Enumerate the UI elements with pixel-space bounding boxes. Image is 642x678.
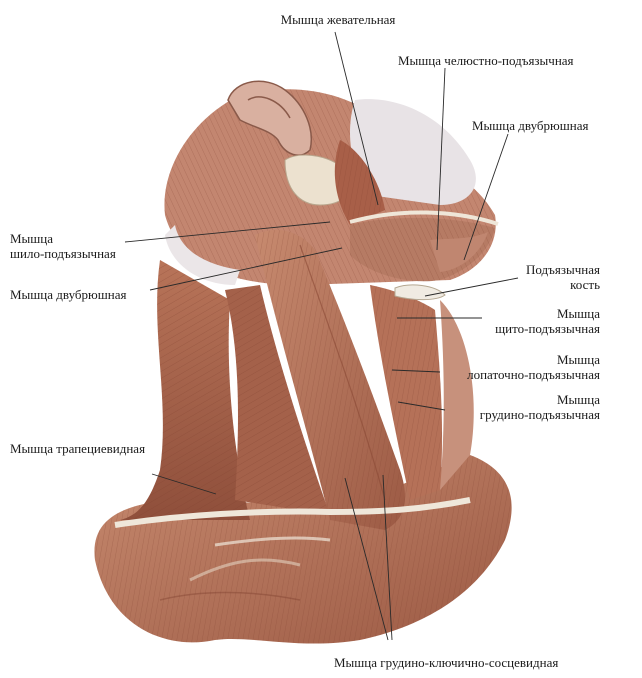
leader-scm-2	[382, 474, 393, 641]
anterior-neck	[440, 300, 474, 490]
label-omohyoid: Мышца лопаточно-подъязычная	[430, 352, 600, 382]
clavicle-tendon	[114, 497, 471, 528]
leader-hyoid	[424, 277, 519, 297]
label-trapezius-line: Мышца трапециевидная	[10, 441, 146, 456]
ear	[227, 80, 312, 156]
label-thyrohyoid-line1: Мышца	[556, 306, 600, 321]
label-digastric-back: Мышца двубрюшная	[10, 287, 126, 302]
label-omohyoid-line2: лопаточно-подъязычная	[467, 367, 600, 382]
label-masseter-line: Мышца жевательная	[280, 12, 396, 27]
digastric-anterior-belly	[430, 232, 488, 272]
label-trapezius: Мышца трапециевидная	[10, 441, 145, 456]
leader-lines	[124, 31, 519, 641]
leader-digastric-front	[463, 133, 509, 261]
label-digastric-front-line: Мышца двубрюшная	[472, 118, 589, 133]
label-hyoid-bone-line2: кость	[570, 277, 600, 292]
label-hyoid-bone-line1: Подъязычная	[526, 262, 600, 277]
leader-scm-1	[344, 477, 389, 641]
label-sternocleidomastoid-line: Мышца грудино-ключично-сосцевидная	[334, 655, 559, 670]
label-masseter: Мышца жевательная	[258, 12, 418, 27]
hyoid-bone	[394, 284, 446, 301]
cut-skin	[350, 99, 476, 205]
leader-omohyoid	[391, 369, 441, 373]
label-omohyoid-line1: Мышца	[556, 352, 600, 367]
label-stylohyoid: Мышца шило-подъязычная	[10, 231, 116, 261]
leader-digastric-back	[149, 247, 343, 291]
leader-masseter	[334, 31, 379, 206]
label-stylohyoid-line1: Мышца	[10, 231, 54, 246]
label-mylohyoid: Мышца челюстно-подъязычная	[398, 53, 574, 68]
label-mylohyoid-line: Мышца челюстно-подъязычная	[398, 53, 574, 68]
label-sternohyoid: Мышца грудино-подъязычная	[430, 392, 600, 422]
label-thyrohyoid: Мышца щито-подъязычная	[470, 306, 600, 336]
label-hyoid-bone: Подъязычная кость	[490, 262, 600, 292]
label-sternohyoid-line2: грудино-подъязычная	[479, 407, 600, 422]
label-thyrohyoid-line2: щито-подъязычная	[495, 321, 600, 336]
label-sternohyoid-line1: Мышца	[556, 392, 600, 407]
leader-sternohyoid	[397, 401, 446, 411]
leader-mylohyoid	[436, 67, 446, 251]
label-sternocleidomastoid: Мышца грудино-ключично-сосцевидная	[334, 655, 558, 670]
label-stylohyoid-line2: шило-подъязычная	[10, 246, 116, 261]
label-digastric-front: Мышца двубрюшная	[472, 118, 588, 133]
leader-stylohyoid	[124, 221, 331, 243]
label-digastric-back-line: Мышца двубрюшная	[10, 287, 127, 302]
leader-trapezius	[151, 473, 217, 495]
